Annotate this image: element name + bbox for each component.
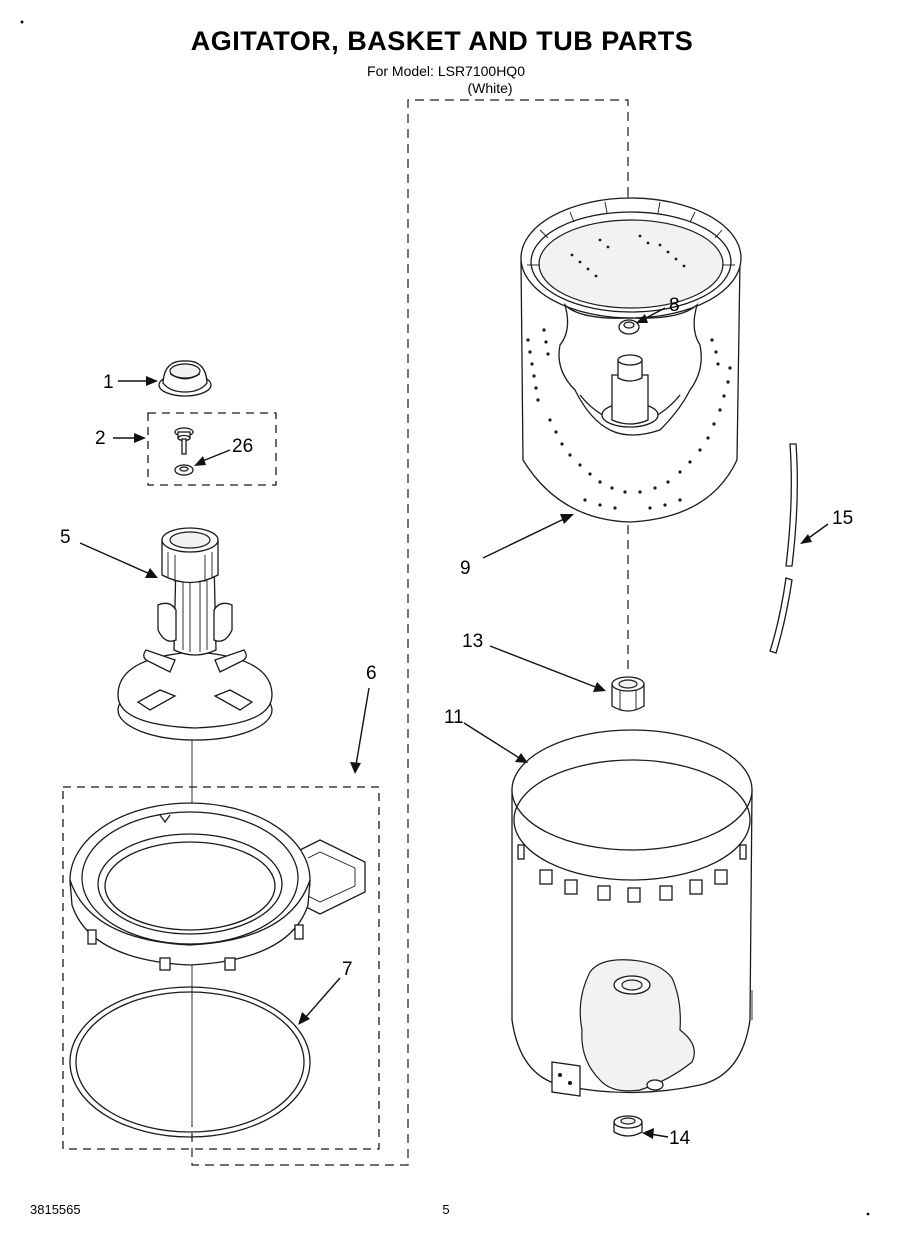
callout-13: 13 (462, 631, 483, 652)
doc-number: 3815565 (30, 1202, 81, 1217)
scan-dot (20, 20, 24, 24)
tub-slots (517, 844, 747, 903)
grommet-icon (613, 1115, 643, 1137)
model-line: For Model: LSR7100HQ0 (367, 63, 525, 79)
callout-14: 14 (669, 1128, 691, 1149)
callout-1: 1 (103, 372, 114, 393)
tub-ring-box (62, 786, 380, 1150)
agitator-cap-icon (158, 360, 212, 397)
page-title: AGITATOR, BASKET AND TUB PARTS (191, 26, 694, 56)
callout-2: 2 (95, 428, 106, 449)
callout-6: 6 (366, 663, 377, 684)
assembly-line-top (191, 99, 629, 1166)
callout-9: 9 (460, 558, 471, 579)
callout-15: 15 (832, 508, 853, 529)
bolt-washer-group (147, 412, 277, 486)
basket-perforations (526, 234, 732, 510)
callout-11: 11 (444, 707, 464, 728)
tub-seal-fitting-icon (611, 676, 645, 712)
hose-icon (769, 443, 798, 654)
leader-lines (79, 307, 829, 1139)
tub-ring-icon (69, 802, 366, 971)
drive-block-icon (618, 319, 640, 335)
washer-icon (174, 464, 194, 476)
color-line: (White) (467, 80, 512, 96)
bolt-washer-box (147, 412, 277, 486)
page-number: 5 (442, 1202, 449, 1217)
callout-numbers: 1 2 26 5 6 7 8 9 11 13 14 15 (60, 295, 853, 1149)
callout-26: 26 (232, 436, 253, 457)
header: AGITATOR, BASKET AND TUB PARTS For Model… (20, 20, 694, 96)
outer-tub-icon (511, 729, 753, 1097)
callout-8: 8 (669, 295, 680, 316)
agitator-icon (117, 527, 273, 741)
footer: 3815565 5 (30, 1202, 870, 1217)
tub-seal-icon (69, 986, 311, 1138)
bolt-icon (174, 427, 194, 455)
callout-7: 7 (342, 959, 353, 980)
callout-5: 5 (60, 527, 71, 548)
basket-icon (520, 197, 742, 523)
scan-dot (866, 1212, 870, 1216)
tub-ring-group (62, 786, 380, 1150)
